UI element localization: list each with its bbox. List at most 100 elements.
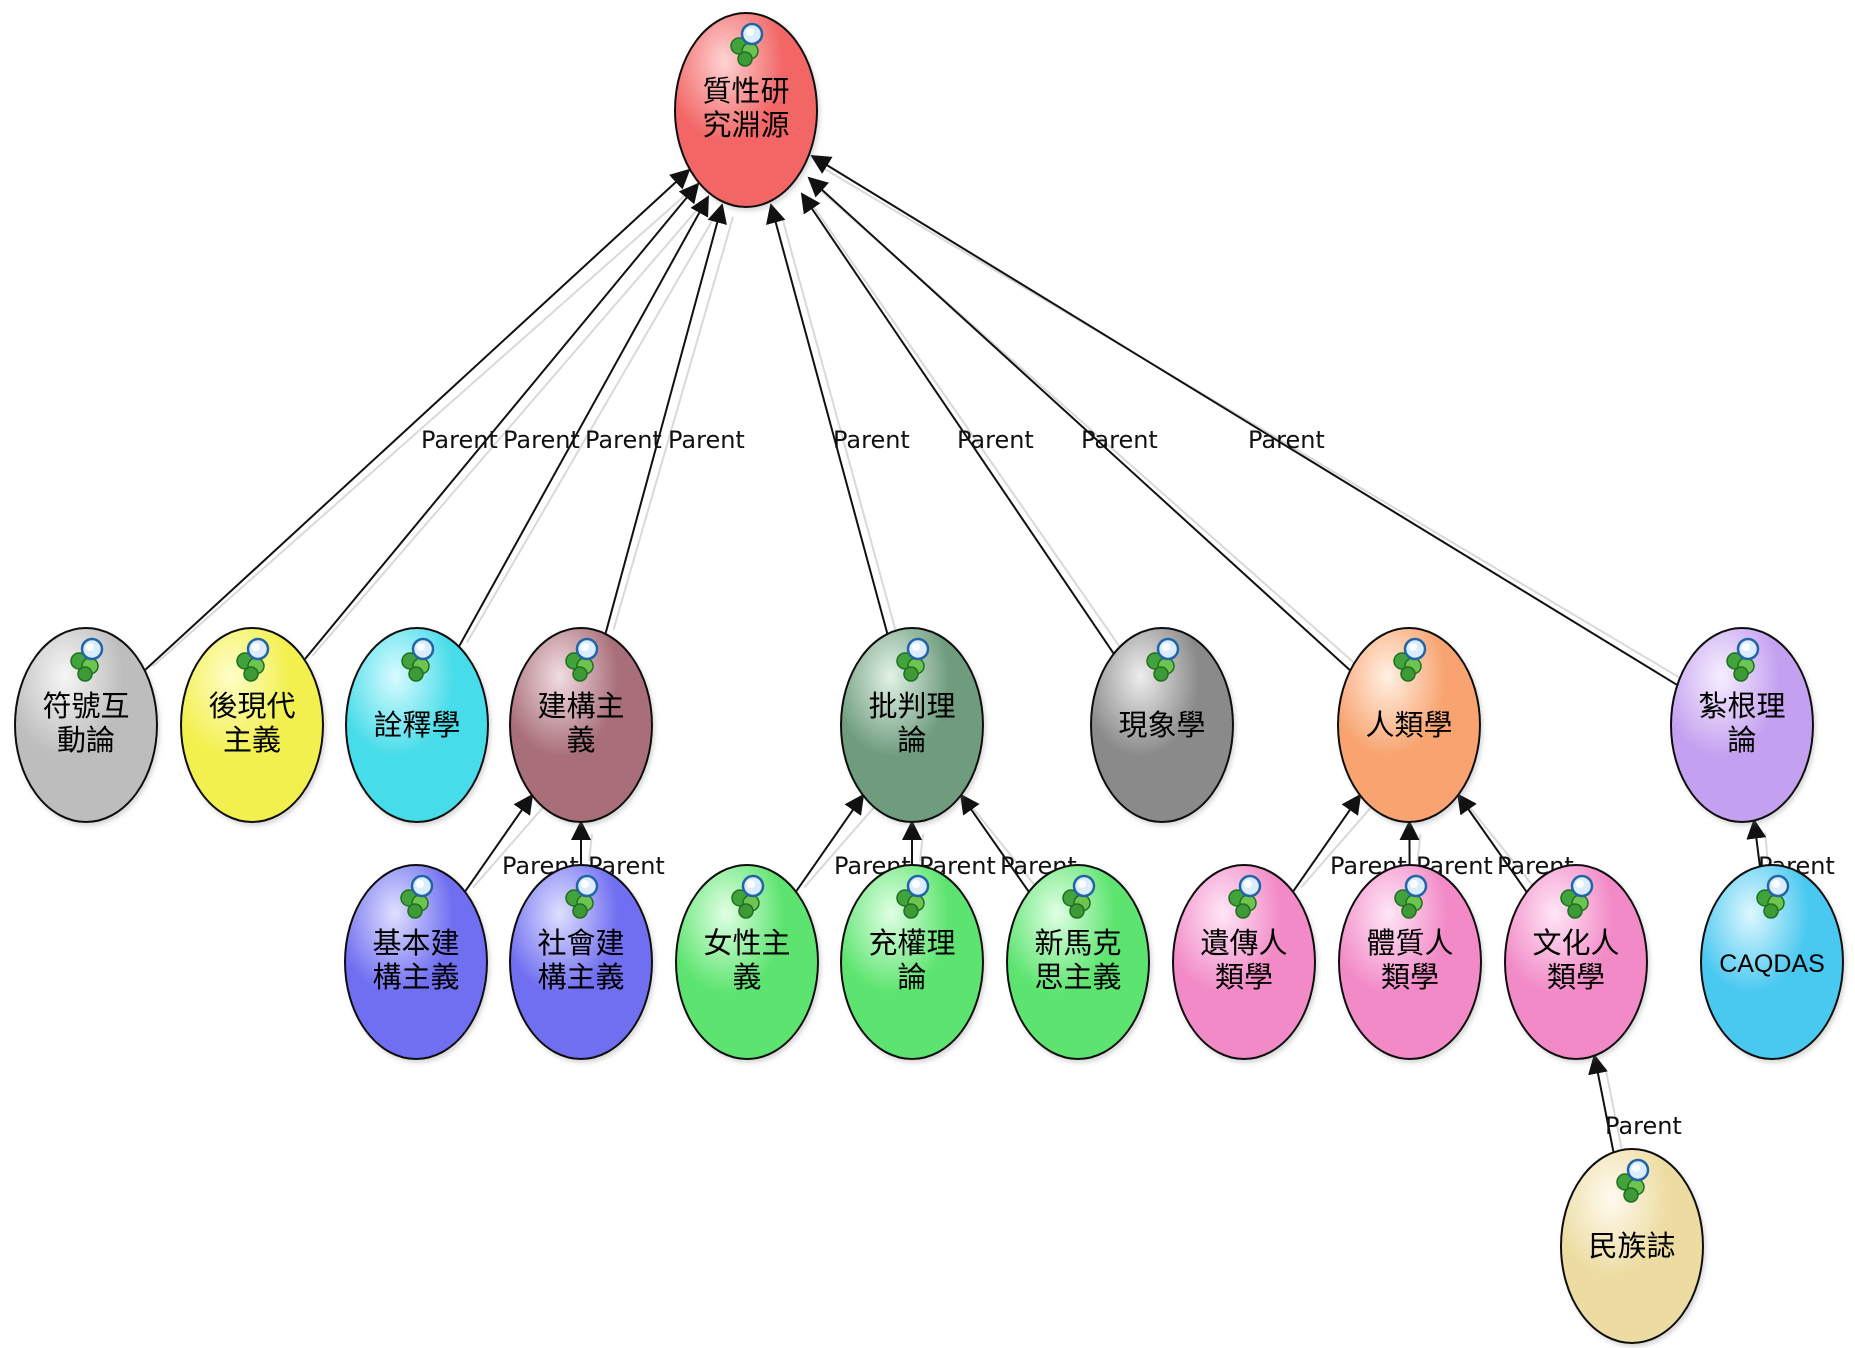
node-label-empowerment-2: 論 — [897, 960, 926, 994]
edge-shadow-empowerment-to-critical — [919, 833, 924, 862]
edge-neo-marxism-to-critical — [959, 793, 1030, 893]
edge-label-phenomenology: Parent — [957, 426, 1034, 454]
node-label-grounded-2: 論 — [1727, 723, 1756, 757]
node-label-anthropology-1: 人類學 — [1365, 708, 1452, 742]
edge-label-hermeneutics: Parent — [585, 426, 662, 454]
node-label-symbolic-1: 符號互 — [42, 689, 129, 723]
node-circle-grounded[interactable] — [1670, 627, 1814, 823]
node-circle-root[interactable] — [674, 12, 818, 208]
edge-shadow-social-constructivism-to-constructivism — [588, 833, 593, 862]
node-circle-feminism[interactable] — [675, 864, 819, 1060]
edge-shadow-phenomenology-to-root — [812, 205, 1123, 651]
node-label-social-constructivism-2: 構主義 — [537, 960, 624, 994]
edge-label-critical: Parent — [833, 426, 910, 454]
edge-shadow-critical-to-root — [781, 216, 897, 631]
edge-constructivism-to-root — [604, 203, 727, 635]
node-label-root-2: 究淵源 — [702, 108, 789, 142]
node-circle-phenomenology[interactable] — [1090, 627, 1234, 823]
node-circle-anthropology[interactable] — [1337, 627, 1481, 823]
edge-shadow-cultural-anthropology-to-anthropology — [1468, 806, 1536, 889]
edge-shadow-feminism-to-critical — [803, 806, 875, 889]
code-node-icon — [1616, 1158, 1650, 1203]
node-circle-social-constructivism[interactable] — [509, 864, 653, 1060]
edge-label-ethnography: Parent — [1605, 1112, 1682, 1140]
code-node-icon — [1560, 874, 1594, 919]
node-label-cultural-anthropology-1: 文化人 — [1532, 926, 1619, 960]
node-circle-empowerment[interactable] — [840, 864, 984, 1060]
code-node-icon — [1228, 874, 1262, 919]
code-node-icon — [896, 637, 930, 682]
node-label-phenomenology-1: 現象學 — [1118, 708, 1205, 742]
edge-shadow-constructivism-to-root — [612, 216, 734, 631]
node-circle-hermeneutics[interactable] — [345, 627, 489, 823]
edge-label-symbolic: Parent — [421, 426, 498, 454]
edge-shadow-hermeneutics-to-root — [466, 208, 720, 644]
node-circle-symbolic[interactable] — [14, 627, 158, 823]
node-label-neo-marxism-2: 思主義 — [1034, 960, 1121, 994]
edge-shadow-ethnography-to-cultural-anthropology — [1604, 1067, 1623, 1149]
code-node-icon — [401, 637, 435, 682]
node-label-constructivism-2: 義 — [566, 723, 595, 757]
code-node-icon — [236, 637, 270, 682]
node-label-caqdas-1: CAQDAS — [1719, 950, 1825, 978]
node-ethnography[interactable]: 民族誌 — [1560, 1148, 1704, 1344]
node-anthropology[interactable]: 人類學 — [1337, 627, 1481, 823]
node-label-critical-2: 論 — [897, 723, 926, 757]
node-label-neo-marxism-1: 新馬克 — [1034, 926, 1121, 960]
edge-caqdas-to-grounded — [1746, 818, 1767, 867]
node-label-hermeneutics-1: 詮釋學 — [373, 708, 460, 742]
node-circle-cultural-anthropology[interactable] — [1504, 864, 1648, 1060]
node-circle-genetic-anthropology[interactable] — [1172, 864, 1316, 1060]
node-circle-physical-anthropology[interactable] — [1338, 864, 1482, 1060]
node-phenomenology[interactable]: 現象學 — [1090, 627, 1234, 823]
code-node-icon — [565, 637, 599, 682]
edge-genetic-anthropology-to-anthropology — [1292, 793, 1362, 893]
code-node-icon — [565, 874, 599, 919]
node-circle-caqdas[interactable] — [1700, 864, 1844, 1060]
edge-basic-constructivism-to-constructivism — [464, 793, 534, 893]
edge-critical-to-root — [766, 203, 889, 635]
node-circle-basic-constructivism[interactable] — [344, 864, 488, 1060]
node-label-social-constructivism-1: 社會建 — [537, 926, 624, 960]
edge-shadow-basic-constructivism-to-constructivism — [472, 806, 544, 889]
node-circle-critical[interactable] — [840, 627, 984, 823]
code-node-icon — [730, 22, 764, 67]
node-circle-ethnography[interactable] — [1560, 1148, 1704, 1344]
node-label-grounded-1: 紮根理 — [1698, 689, 1785, 723]
node-hermeneutics[interactable]: 詮釋學 — [345, 627, 489, 823]
code-node-icon — [1146, 637, 1180, 682]
node-label-ethnography-1: 民族誌 — [1588, 1229, 1675, 1263]
node-label-empowerment-1: 充權理 — [868, 926, 955, 960]
node-label-genetic-anthropology-2: 類學 — [1215, 960, 1273, 994]
edge-shadow-symbolic-to-root — [151, 181, 701, 668]
node-circle-postmodern[interactable] — [180, 627, 324, 823]
edge-feminism-to-critical — [795, 793, 865, 893]
node-circle-constructivism[interactable] — [509, 627, 653, 823]
node-label-basic-constructivism-2: 構主義 — [372, 960, 459, 994]
code-node-icon — [731, 874, 765, 919]
code-node-icon — [1726, 637, 1760, 682]
node-caqdas[interactable]: CAQDAS — [1700, 864, 1844, 1060]
node-circle-neo-marxism[interactable] — [1006, 864, 1150, 1060]
node-label-cultural-anthropology-2: 類學 — [1547, 960, 1605, 994]
edge-shadow-physical-anthropology-to-anthropology — [1416, 833, 1422, 862]
edge-label-anthropology: Parent — [1081, 426, 1158, 454]
edge-shadow-postmodern-to-root — [311, 195, 710, 657]
edge-shadow-genetic-anthropology-to-anthropology — [1300, 806, 1372, 889]
node-label-genetic-anthropology-1: 遺傳人 — [1200, 926, 1287, 960]
